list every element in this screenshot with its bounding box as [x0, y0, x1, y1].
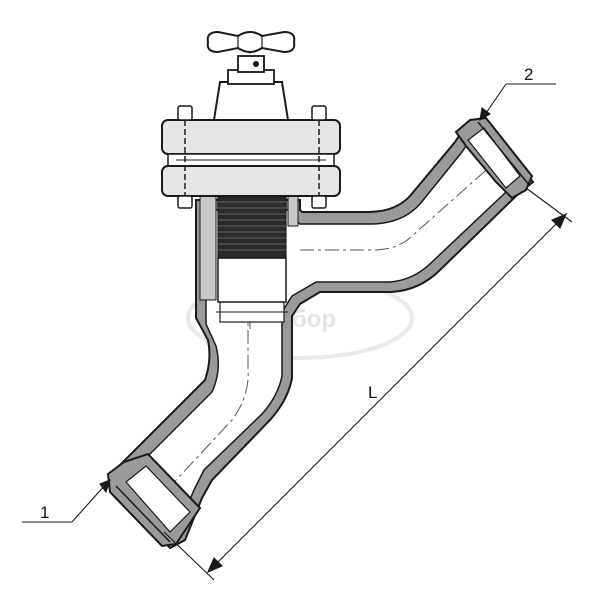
- callout-1: [22, 479, 111, 523]
- seat-bore: [219, 299, 285, 323]
- stem-collar: [237, 55, 265, 73]
- upper-flange: [161, 119, 341, 155]
- callout-1-leader: [71, 483, 107, 523]
- position-indicator: [253, 61, 259, 67]
- handwheel-grip: [206, 30, 296, 54]
- threaded-section: [217, 195, 287, 259]
- dimension-arrow-upper: [551, 212, 568, 229]
- bonnet: [161, 55, 341, 209]
- bonnet-neck: [212, 81, 290, 121]
- callout-1-arrow: [99, 479, 111, 494]
- thread-lines: [218, 201, 286, 251]
- valve-plug: [199, 195, 299, 303]
- dimension-arrow-lower: [206, 557, 223, 574]
- flange-bolts: [177, 105, 327, 209]
- callout-1-label: 1: [40, 503, 49, 522]
- dimension-line: [207, 213, 567, 573]
- bolt-nut: [311, 195, 327, 209]
- bolt-head: [311, 105, 327, 121]
- inlet-socket-bore: [125, 465, 191, 533]
- lower-flange: [161, 165, 341, 197]
- callout-2-label: 2: [524, 65, 533, 84]
- bonnet-wall-right: [287, 195, 299, 227]
- callout-2-leader: [483, 83, 507, 117]
- callout-2-arrow: [479, 107, 491, 122]
- outlet-socket-bore: [467, 127, 521, 189]
- inlet-socket-face: [115, 485, 171, 543]
- outlet-socket-face: [477, 121, 531, 187]
- bonnet-wall-left: [199, 195, 217, 301]
- lower-pipe-axis: [149, 322, 249, 509]
- dimension-l: [163, 187, 573, 581]
- dimension-label: L: [368, 383, 377, 402]
- bolt-head: [177, 105, 193, 121]
- bolt-nut: [177, 195, 193, 209]
- handwheel: [206, 30, 296, 54]
- callout-2: [479, 83, 556, 122]
- extension-line-inlet: [163, 531, 215, 581]
- plug-body: [217, 257, 287, 303]
- upper-pipe-axis: [300, 155, 503, 251]
